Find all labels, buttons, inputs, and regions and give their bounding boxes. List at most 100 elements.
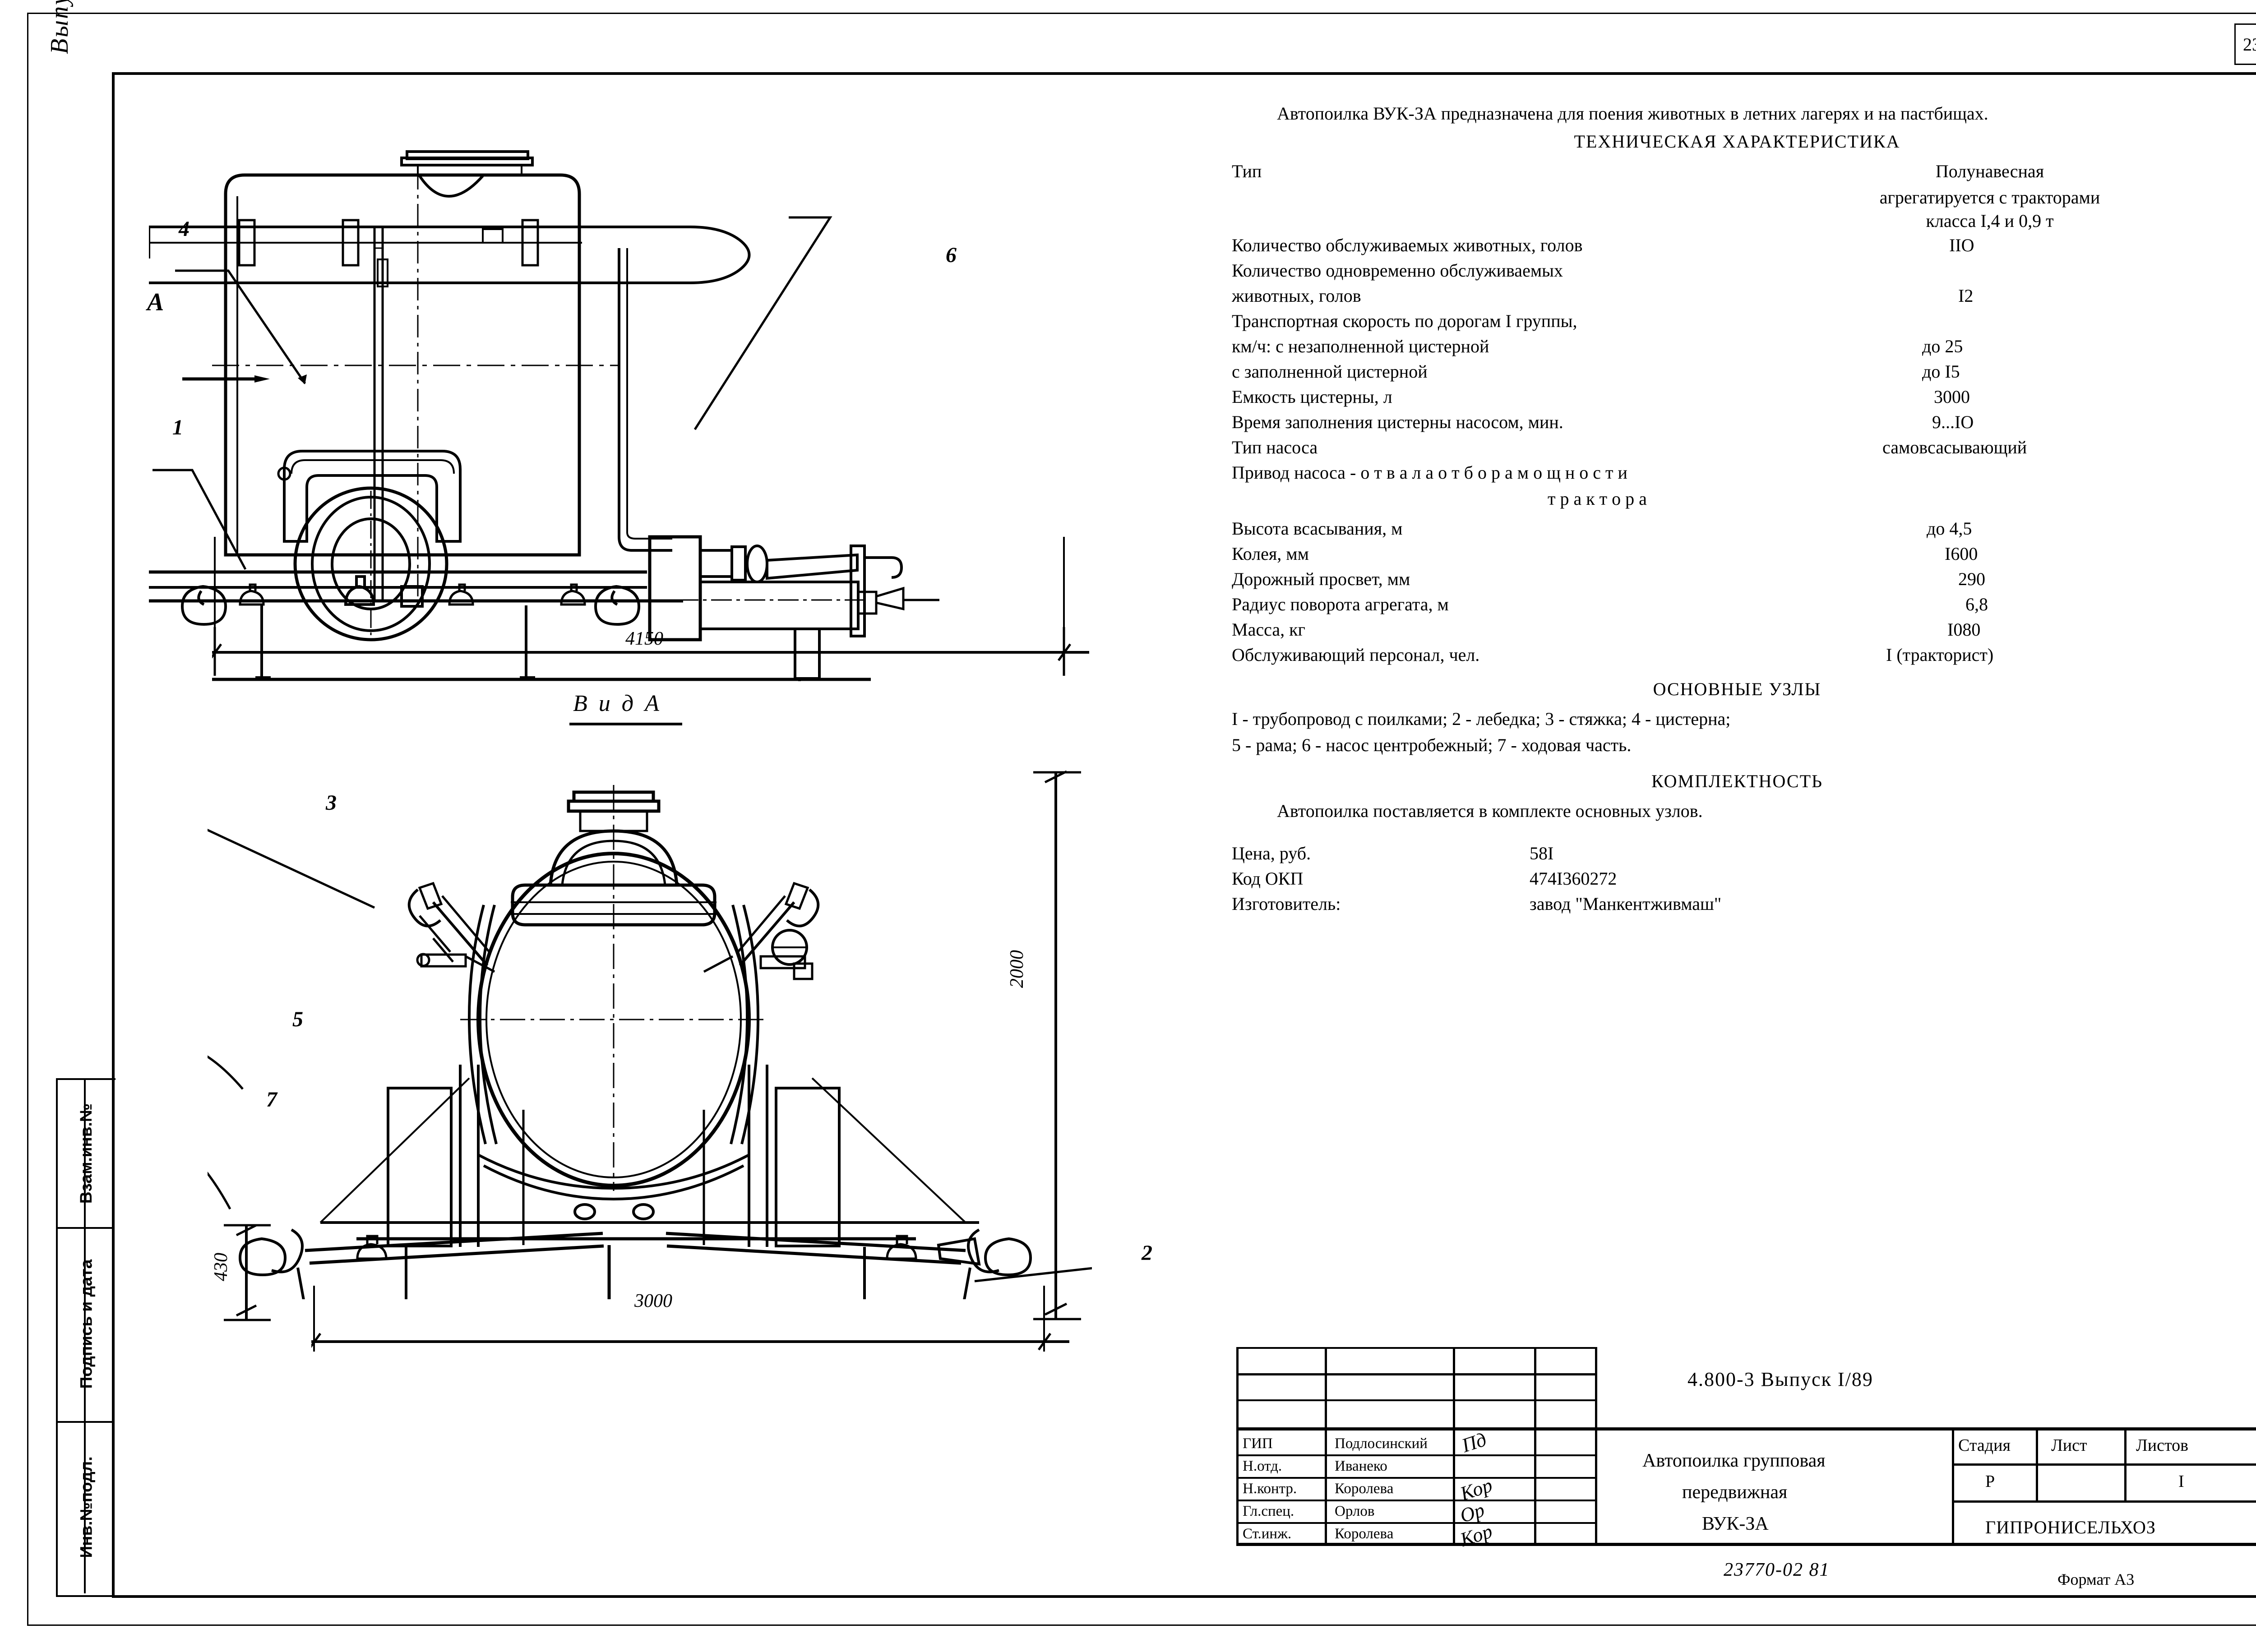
kit-text: Автопоилка поставляется в комплекте осно… <box>1277 801 1703 821</box>
footer-label: Цена, руб. <box>1232 843 1311 863</box>
spec-value: I080 <box>1947 619 1981 640</box>
tb-line <box>1236 1399 1597 1401</box>
tb-line <box>1236 1500 1597 1501</box>
spec-row: Тип насоса самовсасывающий <box>1232 438 2242 464</box>
spec-row: животных, голов I2 <box>1232 287 2242 312</box>
spec-label: животных, голов <box>1232 286 1361 306</box>
tb-stage-header: Лист <box>2051 1436 2087 1455</box>
dimension-width-value: 3000 <box>634 1291 672 1311</box>
footer-table: Цена, руб. 58I Код ОКП 474I360272 Изгото… <box>1232 844 2242 920</box>
tb-line <box>1595 1347 1597 1546</box>
footer-label: Код ОКП <box>1232 868 1304 889</box>
callout-5: 5 <box>292 1007 303 1031</box>
footer-label: Изготовитель: <box>1232 894 1341 914</box>
tb-stage-value: I <box>2178 1472 2184 1491</box>
spec-value: до 4,5 <box>1927 518 1972 539</box>
spec-value: агрегатируется с тракторами <box>1879 187 2100 208</box>
spec-row: Привод насоса - о т в а л а о т б о р а … <box>1232 464 2242 490</box>
tb-role: Ст.инж. <box>1243 1526 1292 1542</box>
units-line-1: I - трубопровод с поилками; 2 - лебедка;… <box>1232 709 1731 729</box>
spec-row: Количество одновременно обслуживаемых <box>1232 262 2242 287</box>
sheet-outer-frame <box>27 13 2256 1626</box>
spec-heading: ТЕХНИЧЕСКАЯ ХАРАКТЕРИСТИКА <box>1574 131 1900 152</box>
kit-heading: КОМПЛЕКТНОСТЬ <box>1651 771 1823 791</box>
footer-value: 58I <box>1530 843 1554 863</box>
spec-value: Полунавесная <box>1935 161 2044 181</box>
spec-value: до I5 <box>1922 361 1960 382</box>
dimension-height <box>1029 767 1083 1326</box>
tb-object-line-2: передвижная <box>1682 1482 1788 1503</box>
tb-object-line-3: ВУК-ЗА <box>1702 1514 1769 1534</box>
spec-row: Тип Полунавесная <box>1232 162 2242 189</box>
page-number: 232 <box>2234 23 2256 65</box>
units-heading: ОСНОВНЫЕ УЗЛЫ <box>1653 679 1821 699</box>
callout-3: 3 <box>326 791 337 815</box>
tb-role: ГИП <box>1243 1435 1273 1452</box>
spec-label: Дорожный просвет, мм <box>1232 569 1410 589</box>
spec-row: Обслуживающий персонал, чел. I (трактори… <box>1232 646 2242 671</box>
tb-line <box>2036 1427 2038 1503</box>
callout-6: 6 <box>946 243 957 267</box>
spec-row: Емкость цистерны, л 3000 <box>1232 388 2242 413</box>
spec-value: 6,8 <box>1965 594 1988 614</box>
spec-label: Высота всасывания, м <box>1232 518 1403 539</box>
tb-line <box>1236 1454 1597 1456</box>
tb-line <box>1236 1373 1597 1375</box>
dimension-clearance <box>221 1223 271 1322</box>
view-a-underline <box>569 723 682 725</box>
tb-line <box>1236 1477 1597 1479</box>
tb-role: Н.отд. <box>1243 1458 1282 1474</box>
tb-name: Подлосинский <box>1335 1435 1428 1452</box>
spec-row: Радиус поворота агрегата, м 6,8 <box>1232 595 2242 621</box>
spec-value: 9...IО <box>1932 412 1974 432</box>
tb-object-line-1: Автопоилка групповая <box>1642 1450 1826 1471</box>
spec-label: Время заполнения цистерны насосом, мин. <box>1232 412 1563 432</box>
units-line-2: 5 - рама; 6 - насос центробежный; 7 - хо… <box>1232 735 1632 755</box>
spec-row: Время заполнения цистерны насосом, мин. … <box>1232 413 2242 438</box>
dimension-length <box>212 627 1096 677</box>
spec-label: Масса, кг <box>1232 619 1305 640</box>
spec-label: Количество одновременно обслуживаемых <box>1232 260 1563 281</box>
drawing-number: 23770-02 81 <box>1724 1560 1830 1580</box>
spec-label: с заполненной цистерной <box>1232 361 1428 382</box>
tb-line <box>1954 1500 2256 1503</box>
spec-row: класса I,4 и 0,9 т <box>1232 212 2242 236</box>
spec-row: Высота всасывания, м до 4,5 <box>1232 520 2242 545</box>
spec-row: Транспортная скорость по дорогам I групп… <box>1232 312 2242 337</box>
spec-label: км/ч: с незаполненной цистерной <box>1232 336 1489 356</box>
tb-name: Иванеко <box>1335 1458 1387 1474</box>
tb-line <box>1236 1347 1239 1546</box>
dimension-width <box>311 1286 1078 1353</box>
spec-label: Емкость цистерны, л <box>1232 387 1392 407</box>
tb-line <box>1453 1347 1455 1546</box>
spec-row: Дорожный просвет, мм 290 <box>1232 570 2242 595</box>
spec-label: Обслуживающий персонал, чел. <box>1232 645 1480 665</box>
left-margin-strip: Взам.инв.№ Подпись и дата Инв.№подл. <box>56 1078 116 1597</box>
callout-1: 1 <box>172 415 183 439</box>
tb-stage-header: Стадия <box>1958 1436 2011 1455</box>
spec-row: т р а к т о р а <box>1232 490 2242 520</box>
view-a-label: В и д А <box>573 691 662 716</box>
spec-value: т р а к т о р а <box>1548 489 1647 509</box>
tb-line <box>1236 1543 2256 1546</box>
front-view-drawing <box>208 767 1092 1299</box>
callout-7: 7 <box>266 1088 277 1112</box>
spec-value: самовсасывающий <box>1882 437 2027 457</box>
margin-cell-vzam: Взам.инв.№ <box>58 1080 115 1229</box>
spec-label: Транспортная скорость по дорогам I групп… <box>1232 311 1577 331</box>
specification-column: Автопоилка ВУК-ЗА предназначена для поен… <box>1232 105 2242 920</box>
tb-stage-header: Листов <box>2136 1436 2189 1455</box>
callout-2: 2 <box>1142 1241 1152 1265</box>
spec-row: агрегатируется с тракторами <box>1232 189 2242 212</box>
tb-series: 4.800-3 Выпуск I/89 <box>1687 1368 1873 1390</box>
tb-stage-value: Р <box>1985 1472 1995 1491</box>
section-arrow-label-a: А <box>147 288 164 316</box>
tb-line <box>1534 1347 1536 1546</box>
spec-value: IIО <box>1949 235 1974 255</box>
tb-signature: Пд <box>1459 1428 1489 1457</box>
spec-value: класса I,4 и 0,9 т <box>1926 211 2054 231</box>
tb-role: Гл.спец. <box>1243 1503 1294 1519</box>
tb-line <box>1236 1522 1597 1524</box>
spec-row: Колея, мм I600 <box>1232 545 2242 570</box>
dimension-length-value: 4150 <box>625 628 663 649</box>
